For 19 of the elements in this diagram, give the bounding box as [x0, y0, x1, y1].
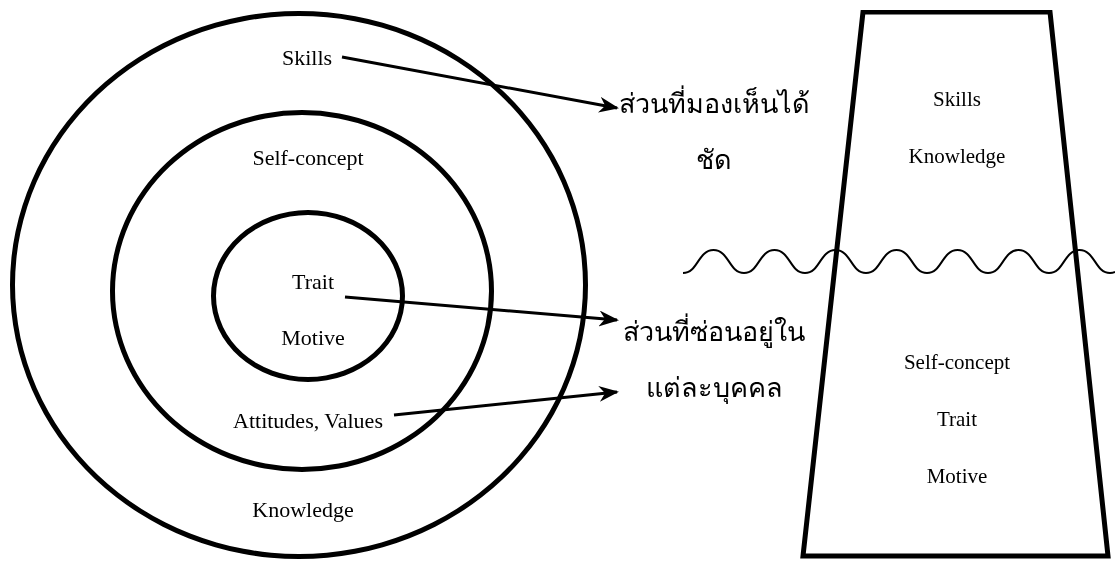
annotation-text: ส่วนที่มองเห็นได้ชัด — [614, 82, 814, 182]
ring-ellipse — [211, 210, 405, 382]
arrow — [393, 385, 619, 417]
node-label: Motive — [926, 464, 988, 490]
ring-ellipse — [110, 110, 494, 472]
node-label: Motive — [281, 324, 345, 352]
node-label: Knowledge — [252, 496, 354, 524]
node-label: Self-concept — [903, 350, 1011, 376]
node-label: Trait — [936, 407, 978, 433]
node-label: Self-concept — [252, 144, 364, 172]
arrow — [344, 295, 619, 327]
annotation-text: ส่วนที่ซ่อนอยู่ในแต่ละบุคคล — [614, 305, 814, 415]
node-label: Skills — [933, 87, 981, 113]
ring-ellipse — [10, 11, 588, 559]
ring-label: Attitudes, Values — [212, 406, 404, 436]
node-label: Trait — [292, 268, 334, 296]
arrow — [341, 55, 619, 113]
ring-label: Skills — [267, 43, 347, 73]
node-label: Knowledge — [908, 144, 1006, 170]
